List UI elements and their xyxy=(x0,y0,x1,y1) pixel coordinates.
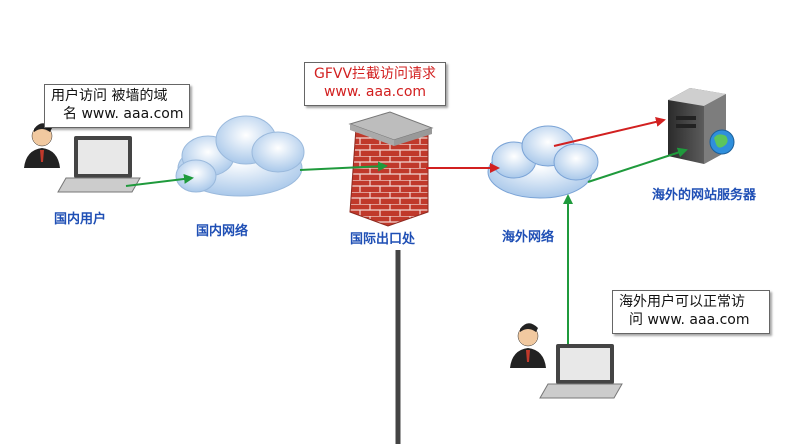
gfw-callout-line2: www. aaa.com xyxy=(323,84,427,100)
label-domestic-user: 国内用户 xyxy=(54,212,107,227)
overseas-user-callout: 海外用户可以正常访 问 www. aaa.com xyxy=(612,290,770,334)
domestic-laptop-icon xyxy=(57,136,141,193)
overseas-laptop-icon xyxy=(539,344,623,399)
arrow-overseas-network-to-server-allowed xyxy=(587,147,688,183)
label-overseas-network: 海外网络 xyxy=(502,230,555,245)
overseas-user-callout-line2: 问 www. aaa.com xyxy=(629,312,750,328)
gfw-callout: GFVV拦截访问请求 www. aaa.com xyxy=(304,62,446,106)
arrow-overseas-network-to-server-blocked xyxy=(553,116,666,147)
domestic-user-icon xyxy=(24,123,60,168)
overseas-cloud-icon xyxy=(487,125,599,199)
label-gateway: 国际出口处 xyxy=(350,232,416,247)
label-server: 海外的网站服务器 xyxy=(652,188,757,203)
arrow-user-to-domestic-network xyxy=(125,173,194,187)
domestic-user-callout-line1: 用户访问 被墙的域 xyxy=(51,88,168,104)
gfw-callout-line1: GFVV拦截访问请求 xyxy=(313,66,437,82)
label-domestic-network: 国内网络 xyxy=(196,224,249,239)
overseas-user-callout-line1: 海外用户可以正常访 xyxy=(619,294,745,310)
domestic-user-callout: 用户访问 被墙的域 名 www. aaa.com xyxy=(44,84,190,128)
arrow-domestic-network-to-gateway xyxy=(299,161,388,172)
firewall-icon xyxy=(348,111,434,227)
globe-icon xyxy=(709,129,735,155)
domestic-cloud-icon xyxy=(175,115,305,197)
overseas-user-icon xyxy=(510,323,546,368)
domestic-user-callout-line2: 名 www. aaa.com xyxy=(63,106,184,122)
